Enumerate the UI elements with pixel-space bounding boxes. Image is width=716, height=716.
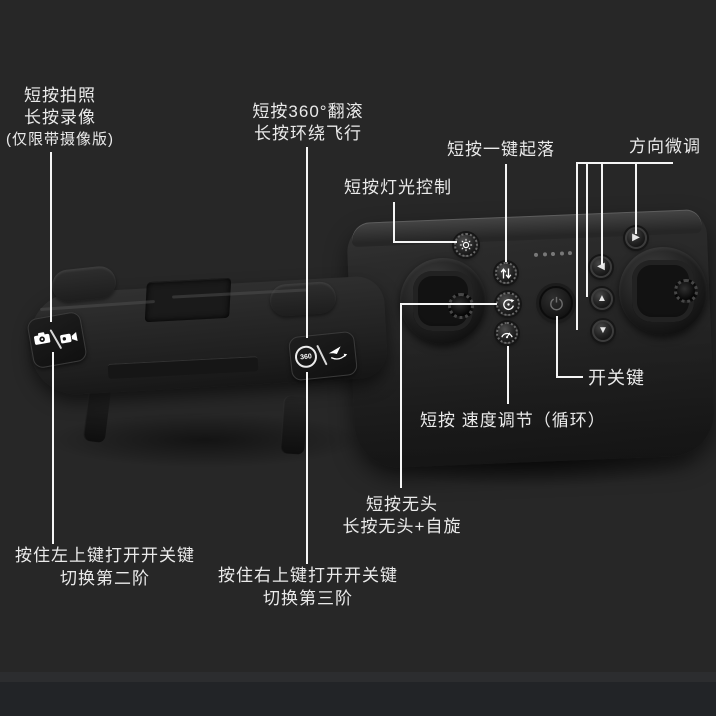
connector-light-h: [393, 241, 457, 243]
trim-label: 方向微调: [629, 137, 701, 156]
connector-speed: [507, 346, 509, 404]
connector-light-v: [393, 202, 395, 243]
connector-power-v: [556, 316, 558, 378]
center-recess: [144, 277, 232, 323]
power-icon: [548, 295, 565, 312]
headless-label-line2: 长按无头+自旋: [342, 516, 462, 536]
photo-video-shoulder-button: [26, 310, 88, 370]
photo-label-line2: 长按录像: [24, 107, 96, 127]
flip-360-shoulder-button: 360: [287, 330, 359, 382]
connector-trim-up: [586, 162, 588, 297]
headless-label-line1: 短按无头: [366, 495, 438, 514]
right-arrow-icon: ▶: [632, 232, 640, 243]
power-label: 开关键: [588, 368, 645, 388]
left-arrow-icon: ◀: [597, 261, 605, 272]
trim-up-button: ▲: [591, 288, 613, 310]
connector-power-h: [556, 376, 583, 378]
connector-headless-v: [400, 303, 402, 488]
left-joystick-knob: [448, 293, 474, 319]
badge-360: 360: [293, 344, 319, 369]
led-dot: [542, 252, 547, 257]
connector-flip: [306, 147, 308, 338]
connector-right-shoulder-combo: [306, 372, 308, 564]
connector-trim-right: [635, 162, 637, 234]
connector-left-shoulder-combo: [52, 352, 54, 544]
connector-trim-down: [576, 162, 578, 330]
trim-down-button: ▼: [592, 320, 614, 342]
light-label: 短按灯光控制: [344, 178, 452, 197]
takeoff-landing-icon: [500, 267, 512, 280]
right-joystick: [619, 247, 707, 335]
headless-mode-button: [496, 292, 520, 316]
left-combo-line1: 按住左上键打开开关键: [15, 546, 195, 565]
flip-label: 短按360°翻滚 长按环绕飞行: [248, 101, 368, 145]
takeoff-label: 短按一键起落: [447, 140, 555, 159]
up-arrow-icon: ▲: [597, 293, 607, 304]
right-combo-line2: 切换第三阶: [263, 589, 353, 608]
photo-label-line3: (仅限带摄像版): [6, 131, 114, 148]
power-button: [539, 286, 573, 320]
controller-face-shade: [350, 319, 716, 470]
right-combo-line1: 按住右上键打开开关键: [218, 566, 398, 585]
connector-takeoff: [505, 164, 507, 262]
floor-edge-highlight: [0, 672, 716, 682]
headless-label: 短按无头 长按无头+自旋: [339, 494, 465, 537]
right-stick-back-bump: [268, 280, 338, 318]
led-dot: [567, 251, 573, 256]
badge-360-text: 360: [299, 352, 313, 361]
takeoff-landing-button: [495, 262, 517, 284]
speed-label: 短按 速度调节（循环）: [420, 411, 606, 430]
flip-label-line1: 短按360°翻滚: [252, 102, 364, 121]
down-arrow-icon: ▼: [598, 325, 608, 336]
speed-button: [496, 322, 518, 344]
light-button: [454, 233, 478, 257]
connector-headless-h: [400, 303, 497, 305]
photo-label-line1: 短按拍照: [24, 86, 96, 105]
left-combo-line2: 切换第二阶: [60, 569, 150, 588]
led-dot: [550, 251, 556, 257]
flip-label-line2: 长按环绕飞行: [254, 124, 362, 143]
left-shoulder-combo-label: 按住左上键打开开关键 切换第二阶: [10, 544, 200, 590]
led-dot: [559, 251, 564, 256]
connector-trim-h: [576, 162, 673, 164]
photo-label: 短按拍照 长按录像 (仅限带摄像版): [0, 85, 120, 151]
light-icon: [459, 238, 473, 252]
led-dot: [533, 252, 539, 257]
camera-icon: [32, 330, 51, 346]
connector-photo: [50, 152, 52, 322]
connector-trim-left: [601, 162, 603, 265]
right-joystick-knob: [674, 279, 698, 303]
orbit-flight-icon: [325, 343, 351, 362]
floor-band: [0, 682, 716, 716]
speed-gauge-icon: [500, 327, 514, 339]
right-shoulder-combo-label: 按住右上键打开开关键 切换第三阶: [213, 564, 403, 610]
left-joystick: [400, 258, 486, 344]
camcorder-icon: [59, 330, 79, 345]
right-grip-leg: [280, 395, 308, 455]
headless-spin-icon: [501, 297, 516, 312]
